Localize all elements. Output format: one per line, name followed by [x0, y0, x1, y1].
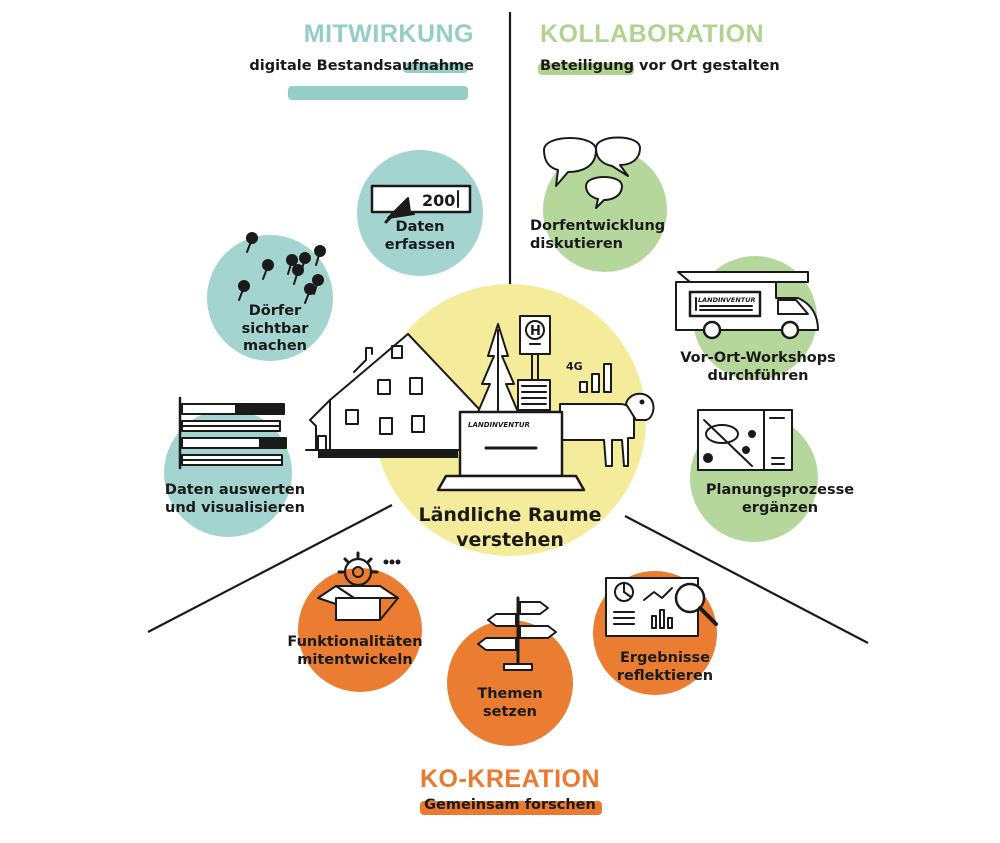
cursor-input-icon: 200: [370, 184, 472, 224]
fir-tree-icon: [477, 323, 519, 413]
signal-bars-icon: 4G: [566, 360, 612, 393]
label-doerfer: Dörfer sichtbar machen: [220, 303, 330, 356]
label-auswerten: Daten auswerten und visualisieren: [150, 482, 320, 517]
subtitle-kokreation: Gemeinsam forschen: [424, 797, 596, 813]
label-workshops-line2: durchführen: [707, 367, 809, 384]
subtitle-mitwirkung-line2: Bestandsaufnahme: [316, 58, 474, 74]
bar-chart-icon: [178, 396, 287, 470]
divider-right: [624, 515, 869, 644]
bus-stop-letter: H: [530, 324, 541, 339]
label-auswerten-line1: Daten auswerten: [164, 482, 306, 498]
label-themen-line2: setzen: [483, 703, 537, 720]
speech-bubbles-icon: [543, 136, 641, 209]
label-funktionalitaeten-line2: mitentwickeln: [297, 651, 413, 668]
subtitle-kollaboration-line1: Beteiligung: [540, 58, 634, 74]
label-themen-line1: Themen: [477, 686, 543, 702]
label-dorfentwicklung-line1: Dorfentwicklung: [530, 218, 666, 234]
label-doerfer-line3: machen: [243, 338, 307, 355]
center-title-line2: verstehen: [456, 528, 564, 551]
label-planung-line1: Planungsprozesse: [705, 482, 855, 498]
map-pins-icon: [238, 232, 326, 304]
cow-icon: [559, 392, 655, 467]
heading-kokreation: KO-KREATION: [419, 765, 601, 793]
subtitle-mitwirkung: digitale Bestandsaufnahme: [249, 58, 474, 75]
label-ergebnisse-line1: Ergebnisse: [619, 650, 711, 666]
highlight-mitwirkung-small: [403, 63, 468, 73]
signpost-icon: [477, 596, 557, 671]
building-icon: [517, 379, 551, 411]
camper-van-icon: LANDINVENTUR: [675, 271, 819, 340]
house-icon: [305, 333, 481, 458]
gear-box-icon: [317, 551, 401, 621]
label-planung-line2: ergänzen: [741, 499, 819, 516]
highlight-kokreation: [420, 801, 602, 815]
planning-map-icon: [697, 409, 793, 471]
signal-label: 4G: [566, 360, 583, 373]
counter-value: 200: [422, 191, 455, 210]
laptop-label: LANDINVENTUR: [468, 421, 530, 429]
label-ergebnisse: Ergebnisse reflektieren: [600, 650, 730, 685]
laptop-icon: LANDINVENTUR: [436, 410, 586, 492]
heading-kollaboration: KOLLABORATION: [540, 20, 765, 48]
subtitle-kollaboration-line2: vor Ort gestalten: [639, 58, 780, 74]
divider-left: [147, 504, 393, 633]
label-planung: Planungsprozesse ergänzen: [690, 482, 870, 517]
subtitle-kollaboration: Beteiligung vor Ort gestalten: [540, 58, 780, 75]
magnifier-report-icon: [605, 577, 718, 637]
highlight-mitwirkung: [288, 86, 468, 100]
label-themen: Themen setzen: [460, 686, 560, 721]
label-auswerten-line2: und visualisieren: [165, 499, 305, 516]
label-dorfentwicklung-line2: diskutieren: [530, 235, 623, 252]
heading-mitwirkung: MITWIRKUNG: [303, 20, 474, 48]
label-ergebnisse-line2: reflektieren: [616, 667, 714, 684]
center-title-line1: Ländliche Raume: [418, 504, 602, 526]
label-workshops: Vor-Ort-Workshops durchführen: [668, 350, 848, 385]
label-funktionalitaeten: Funktionalitäten mitentwickeln: [280, 634, 430, 669]
highlight-kollaboration: [538, 63, 634, 75]
circle-dorfentwicklung: [543, 148, 667, 272]
label-daten-erfassen-line2: erfassen: [384, 236, 456, 253]
label-dorfentwicklung: Dorfentwicklung diskutieren: [530, 218, 665, 253]
label-daten-erfassen: Daten erfassen: [370, 219, 470, 254]
center-title: Ländliche Raume verstehen: [390, 503, 630, 552]
van-label: LANDINVENTUR: [698, 296, 756, 304]
subtitle-mitwirkung-line1: digitale: [249, 58, 312, 74]
label-doerfer-line1: Dörfer: [248, 303, 302, 319]
label-funktionalitaeten-line1: Funktionalitäten: [287, 634, 423, 650]
label-daten-erfassen-line1: Daten: [395, 219, 445, 235]
bus-stop-h-icon: H: [519, 315, 551, 381]
label-workshops-line1: Vor-Ort-Workshops: [680, 350, 836, 366]
label-doerfer-line2: sichtbar: [241, 320, 309, 337]
circle-themen: [447, 620, 573, 746]
